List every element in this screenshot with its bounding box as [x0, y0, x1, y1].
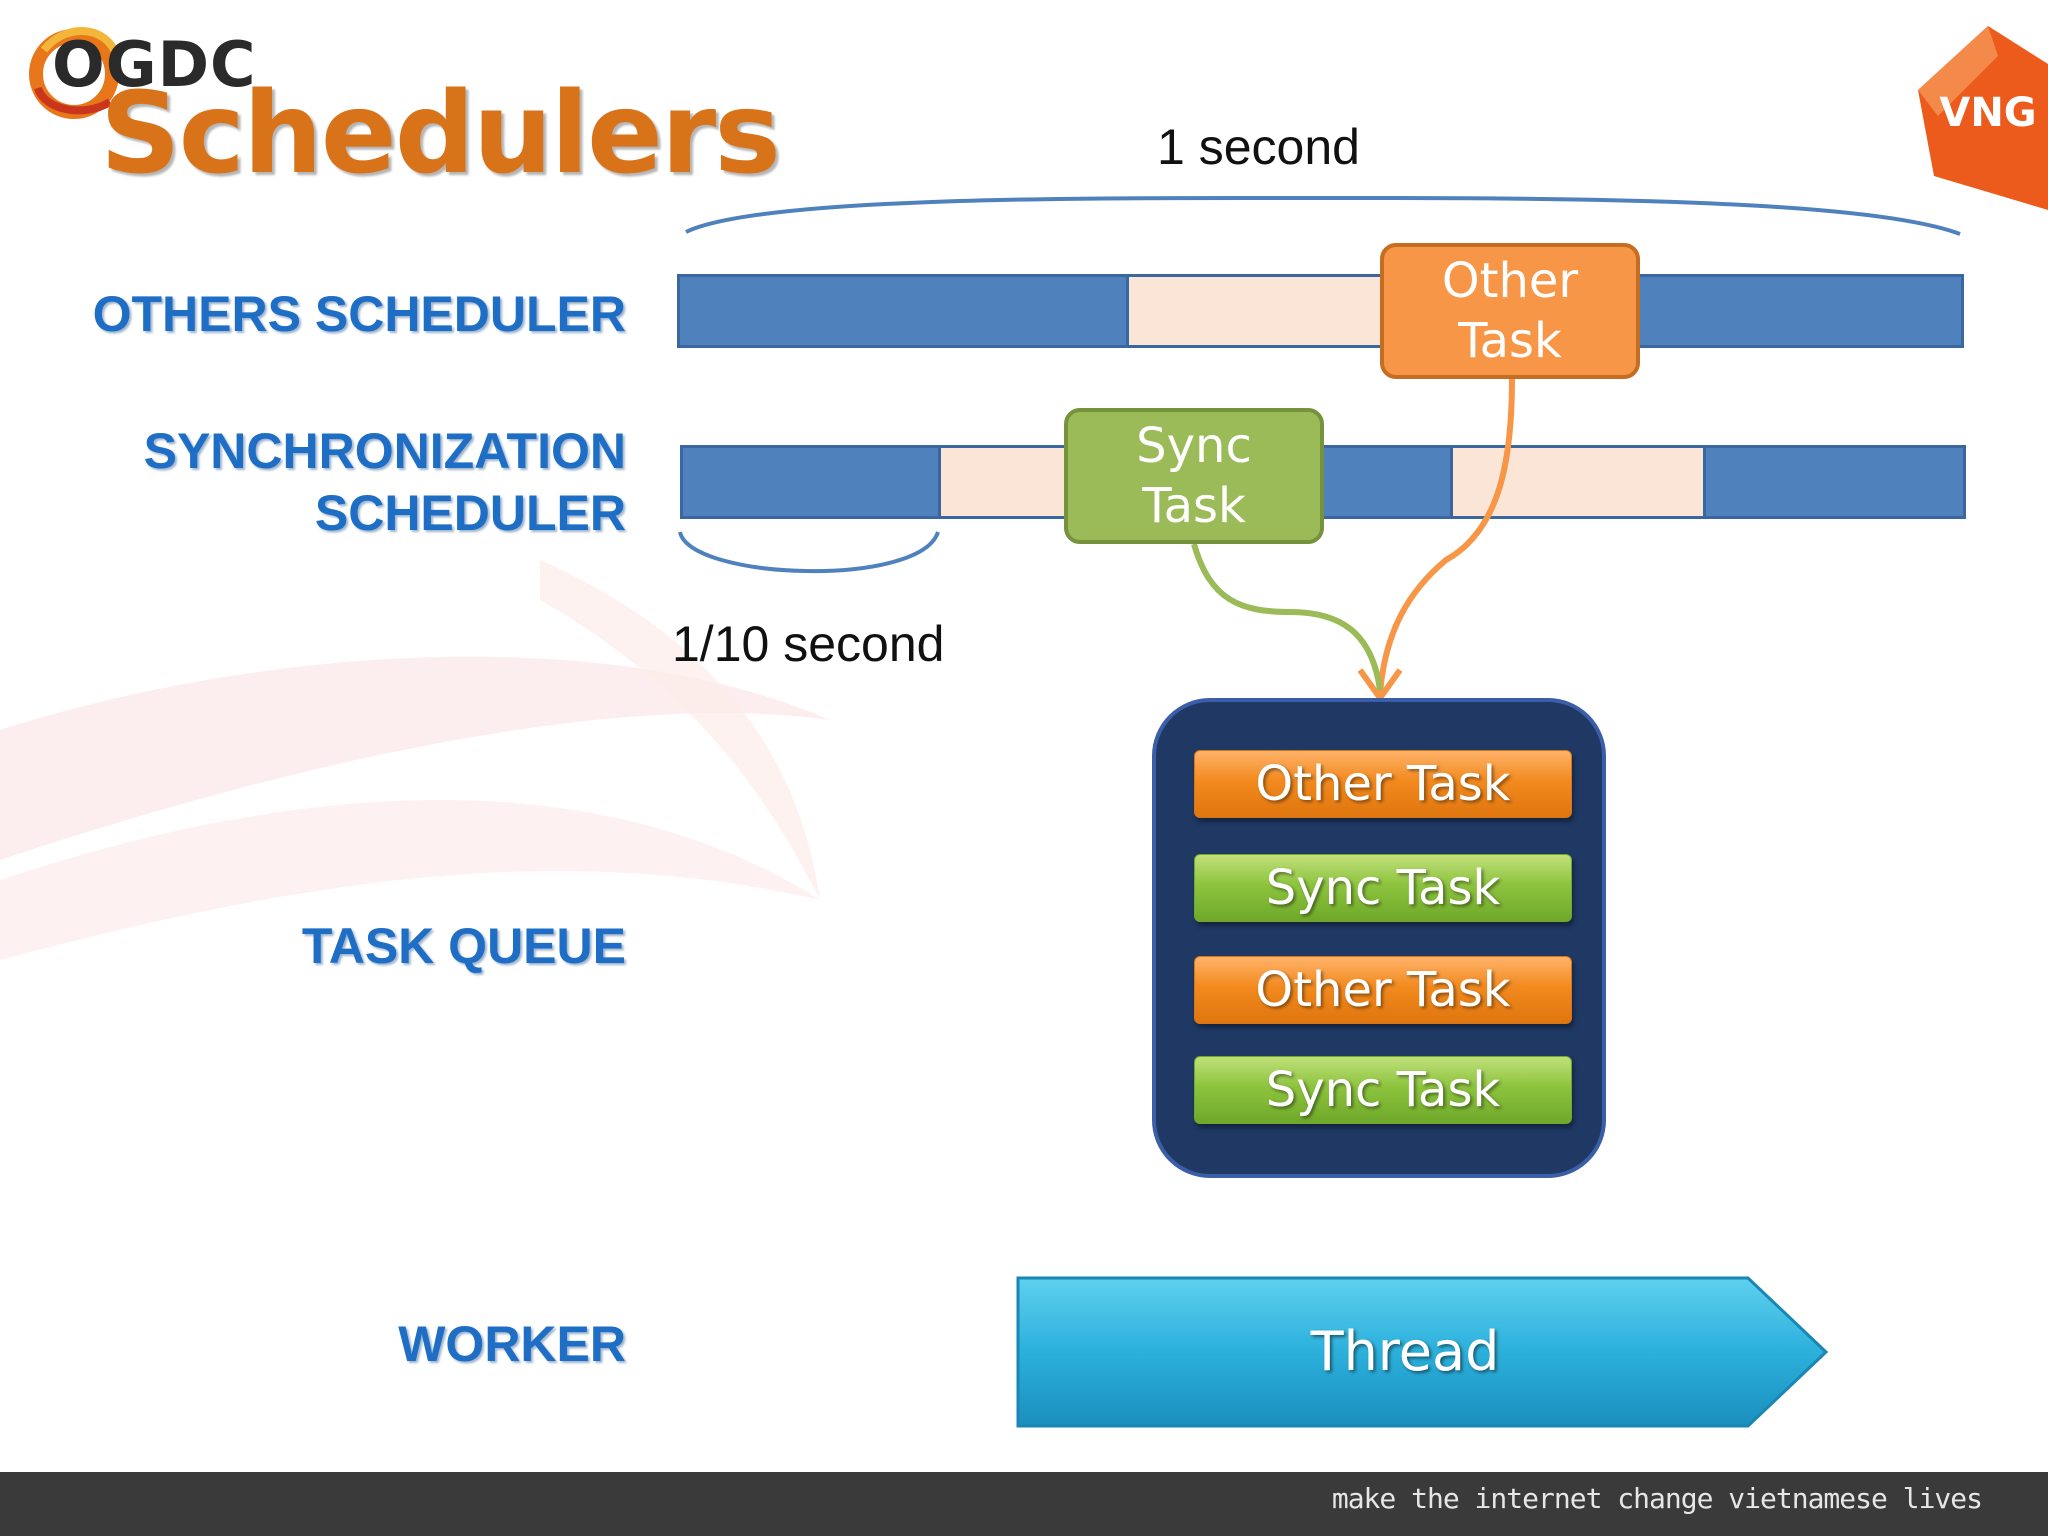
thread-arrow-shape	[1016, 1276, 1829, 1428]
queue-item-sync-task: Sync Task	[1194, 854, 1572, 922]
footer-tagline: make the internet change vietnamese live…	[1331, 1482, 1983, 1515]
sync-task-box: Sync Task	[1064, 408, 1324, 544]
worker-label: WORKER	[398, 1316, 626, 1372]
vng-logo-icon: VNG	[1918, 26, 2048, 210]
sync-scheduler-label: SYNCHRONIZATION SCHEDULER	[143, 423, 626, 541]
task-queue-label: TASK QUEUE	[301, 918, 626, 974]
others-timeline-gap	[1126, 274, 1392, 348]
others-scheduler-label: OTHERS SCHEDULER	[92, 286, 626, 342]
svg-text:VNG: VNG	[1939, 90, 2036, 136]
page-title: Schedulers	[100, 69, 781, 199]
one-second-label: 1 second	[1157, 119, 1360, 175]
task-queue-container: Other Task Sync Task Other Task Sync Tas…	[1152, 698, 1606, 1178]
thread-label: Thread	[1310, 1320, 1500, 1383]
queue-item-sync-task: Sync Task	[1194, 1056, 1572, 1124]
ogdc-logo-text: OGDC	[52, 28, 257, 101]
queue-item-other-task: Other Task	[1194, 956, 1572, 1024]
sync-timeline-gap	[1450, 445, 1706, 519]
tenth-second-label: 1/10 second	[672, 616, 945, 672]
queue-item-other-task: Other Task	[1194, 750, 1572, 818]
footer-bar: make the internet change vietnamese live…	[0, 1472, 2048, 1536]
other-task-box: Other Task	[1380, 243, 1640, 379]
ogdc-logo-icon	[29, 27, 120, 119]
